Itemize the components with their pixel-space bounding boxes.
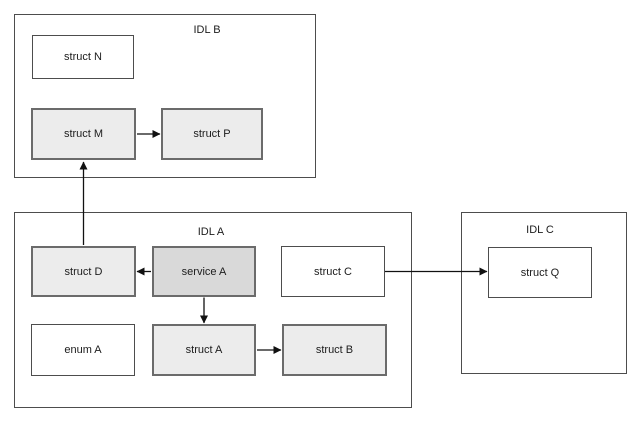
node-enum-a: enum A [31, 324, 135, 376]
node-struct-c: struct C [281, 246, 385, 297]
container-idl-b-label: IDL B [193, 24, 221, 36]
node-service-a: service A [152, 246, 256, 297]
node-struct-a-label: struct A [185, 344, 223, 356]
container-idl-b: IDL B struct N struct M struct P [14, 14, 316, 178]
container-idl-c-label: IDL C [526, 224, 554, 236]
node-struct-b-label: struct B [315, 344, 354, 356]
node-enum-a-label: enum A [64, 344, 102, 356]
node-struct-q-label: struct Q [520, 266, 560, 279]
node-struct-n: struct N [32, 35, 134, 79]
node-struct-p-label: struct P [193, 128, 231, 140]
node-struct-d-label: struct D [64, 265, 103, 278]
node-struct-n-label: struct N [64, 51, 102, 63]
node-struct-p: struct P [161, 108, 263, 160]
container-idl-c: IDL C struct Q [461, 212, 627, 374]
node-struct-b: struct B [282, 324, 387, 376]
node-struct-a: struct A [152, 324, 256, 376]
node-struct-c-label: struct C [314, 265, 352, 278]
container-idl-a-label: IDL A [197, 226, 225, 238]
container-idl-a: IDL A struct D service A struct C enum A… [14, 212, 412, 408]
node-struct-m-label: struct M [63, 128, 104, 140]
node-struct-q: struct Q [488, 247, 592, 298]
node-struct-m: struct M [31, 108, 136, 160]
node-service-a-label: service A [181, 265, 227, 278]
node-struct-d: struct D [31, 246, 136, 297]
